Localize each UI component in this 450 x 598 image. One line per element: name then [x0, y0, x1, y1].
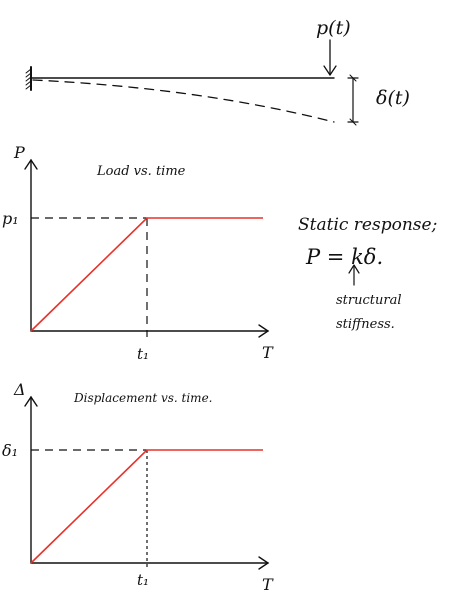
deflected-shape — [32, 79, 335, 123]
y-axis-label: P — [13, 143, 25, 162]
deflection-label: δ(t) — [376, 87, 410, 109]
y-axis — [24, 158, 38, 332]
y-tick-label: p₁ — [2, 209, 19, 228]
displacement-vs-time-chart: Displacement vs. time. Δ Tt₁ δ₁ — [2, 380, 274, 594]
x-tick-label: t₁ — [137, 571, 149, 589]
x-axis-label: T — [262, 343, 274, 362]
chart-title: Load vs. time — [96, 164, 186, 179]
x-axis-label: T — [262, 575, 274, 594]
static-response-note: Static response; P = kδ. structural stif… — [298, 215, 437, 332]
response-series-line — [30, 217, 263, 332]
chart-title: Displacement vs. time. — [73, 391, 212, 405]
deflection-dimension — [347, 74, 359, 126]
x-axis — [30, 324, 270, 338]
y-tick-label: δ₁ — [2, 441, 18, 460]
note-equation: P = kδ. — [305, 245, 383, 269]
y-axis — [24, 395, 38, 564]
stiffness-arrow — [348, 264, 360, 286]
note-heading: Static response; — [298, 215, 437, 235]
x-axis — [30, 556, 270, 570]
y-axis-label: Δ — [13, 380, 26, 399]
x-tick-label: t₁ — [137, 345, 149, 363]
note-stiffness-line2: stiffness. — [336, 317, 395, 332]
note-stiffness-line1: structural — [336, 293, 401, 308]
cantilever-beam-sketch: p(t) δ(t) — [25, 17, 410, 126]
support-hatching — [25, 68, 32, 90]
load-arrow — [323, 39, 337, 76]
load-label: p(t) — [316, 17, 351, 39]
load-vs-time-chart: Load vs. time P Tt₁ p₁ — [2, 143, 274, 363]
response-series-line — [30, 449, 263, 564]
